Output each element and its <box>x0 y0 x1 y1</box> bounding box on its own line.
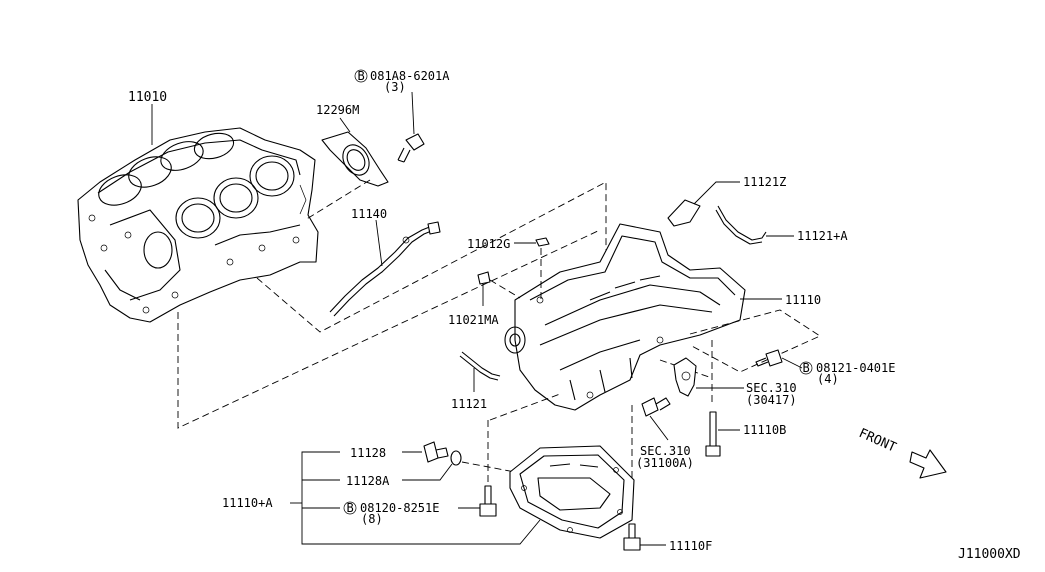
bolt-11110f[interactable] <box>623 523 641 551</box>
bolt-11110b[interactable] <box>705 411 721 457</box>
ref-sec310-b: (31100A) <box>636 456 694 470</box>
leader-08121 <box>781 357 803 369</box>
leader-11128a <box>402 463 453 481</box>
drain-washer-11128a[interactable] <box>450 450 462 466</box>
label-08120[interactable]: 08120-8251E <box>360 501 439 515</box>
label-11121[interactable]: 11121 <box>451 397 487 411</box>
bolt-08120[interactable] <box>479 485 497 517</box>
dash-drain <box>461 461 516 473</box>
dash-box-right <box>689 309 821 373</box>
rear-seal-retainer[interactable] <box>321 131 389 187</box>
label-11128[interactable]: 11128 <box>350 446 386 460</box>
label-11110a[interactable]: 11110+A <box>222 496 273 510</box>
label-11121z[interactable]: 11121Z <box>743 175 786 189</box>
dash-seal-block <box>304 179 371 221</box>
dash-lower-pan <box>489 393 561 421</box>
label-11121a[interactable]: 11121+A <box>797 229 848 243</box>
dash-11021ma <box>489 279 521 299</box>
gasket-11121[interactable] <box>461 351 501 377</box>
sec310-bracket[interactable] <box>673 357 697 397</box>
label-11140[interactable]: 11140 <box>351 207 387 221</box>
sec310-bolt[interactable] <box>641 397 671 417</box>
label-sec310-b[interactable]: SEC.310 <box>640 444 691 458</box>
label-11021ma[interactable]: 11021MA <box>448 313 499 327</box>
bolt-marker-08121: B <box>803 361 810 375</box>
lower-oil-pan[interactable] <box>509 445 635 539</box>
label-12296m[interactable]: 12296M <box>316 103 359 117</box>
bolt-marker-icon <box>799 361 813 375</box>
label-11010[interactable]: 11010 <box>128 90 167 105</box>
front-label: FRONT <box>856 426 898 456</box>
plug-11012g[interactable] <box>535 237 550 247</box>
leader-11121z <box>693 181 740 205</box>
bolt-marker-081a8: B <box>358 69 365 83</box>
dash-block-pan-b <box>177 229 601 429</box>
bolt-081a8[interactable] <box>397 133 425 163</box>
diagram-code: J11000XD <box>958 547 1021 562</box>
gasket-11121z[interactable] <box>667 199 701 227</box>
cylinder-block[interactable] <box>77 127 319 323</box>
label-081a8[interactable]: 081A8-6201A <box>370 69 450 83</box>
qty-08121: (4) <box>817 372 839 386</box>
gasket-11121a[interactable] <box>717 205 767 241</box>
label-08121[interactable]: 08121-0401E <box>816 361 895 375</box>
leader-11140 <box>375 219 383 267</box>
bolt-08121[interactable] <box>755 349 783 367</box>
label-11110f[interactable]: 11110F <box>669 539 712 553</box>
qty-081a8: (3) <box>384 80 406 94</box>
label-11110b[interactable]: 11110B <box>743 423 786 437</box>
leader-12296m <box>339 117 351 133</box>
qty-08120: (8) <box>361 512 383 526</box>
leader-081a8 <box>411 91 415 135</box>
plug-11021ma[interactable] <box>477 271 491 285</box>
label-11110[interactable]: 11110 <box>785 293 821 307</box>
oil-level-gauge-guide[interactable] <box>329 221 441 317</box>
upper-oil-pan[interactable] <box>504 223 746 411</box>
ref-sec310-a: (30417) <box>746 393 797 407</box>
bolt-marker-08120: B <box>347 501 354 515</box>
label-11128a[interactable]: 11128A <box>346 474 390 488</box>
bracket-11110a <box>301 451 541 545</box>
bolt-marker-icon <box>354 69 368 83</box>
bolt-marker-icon <box>343 501 357 515</box>
leader-sec310-b <box>649 415 669 441</box>
label-sec310-a[interactable]: SEC.310 <box>746 381 797 395</box>
label-11012g[interactable]: 11012G <box>467 237 510 251</box>
front-arrow-icon <box>909 449 947 479</box>
drain-plug-11128[interactable] <box>423 441 449 463</box>
